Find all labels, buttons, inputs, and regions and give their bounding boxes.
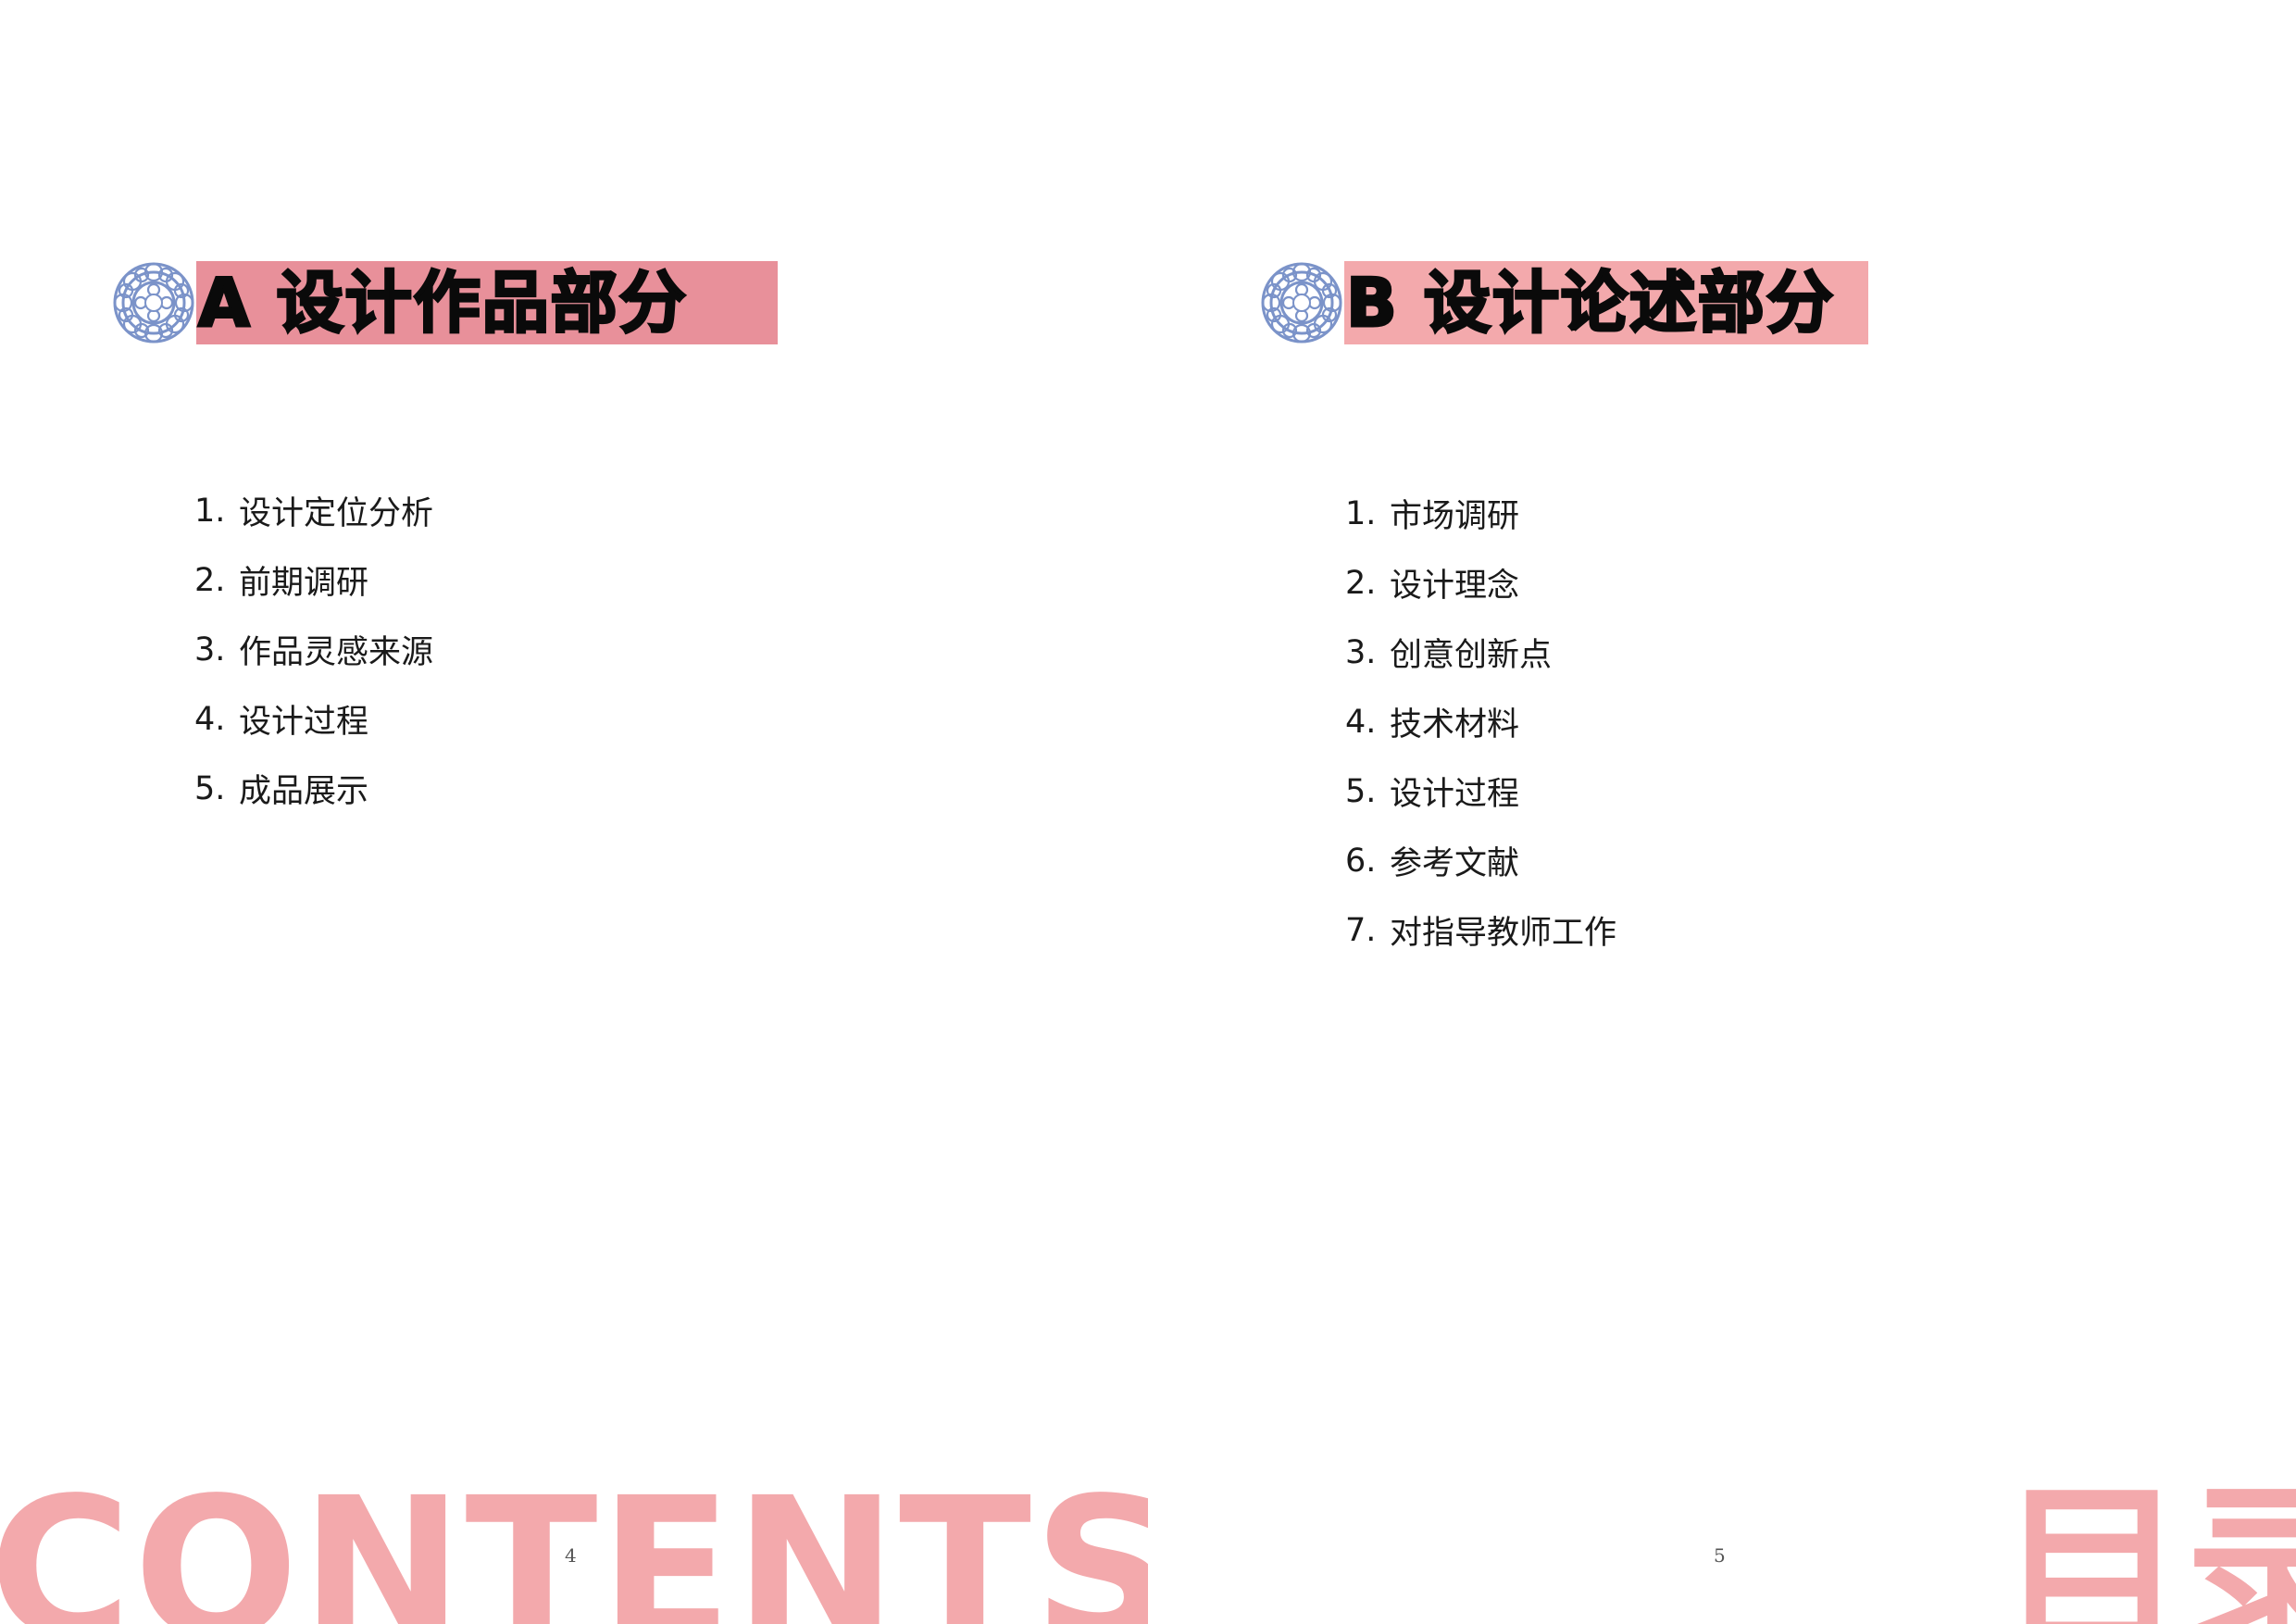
list-item: 6. 参考文献 — [1345, 826, 1616, 895]
section-a-list: 1. 设计定位分析 2. 前期调研 3. 作品灵感来源 4. 设计过程 5. 成品展示 — [194, 476, 433, 823]
section-b-list: 1. 市场调研 2. 设计理念 3. 创意创新点 4. 技术材料 5. 设计过程 6. 参考… — [1345, 479, 1616, 965]
list-item-number: 3. — [194, 631, 226, 668]
list-item: 4. 设计过程 — [194, 684, 433, 754]
list-item-label: 设计过程 — [239, 704, 369, 741]
list-item-number: 5. — [194, 769, 226, 807]
list-item-label: 设计定位分析 — [239, 495, 434, 532]
left-page: A 设计作品部分 1. 设计定位分析 2. 前期调研 3. 作品灵感来源 4. 设计过程… — [0, 260, 1148, 1624]
list-item: 7. 对指导教师工作 — [1345, 895, 1616, 965]
list-item-number: 2. — [1345, 564, 1377, 602]
list-item-label: 市场调研 — [1390, 498, 1520, 535]
list-item: 1. 设计定位分析 — [194, 476, 433, 545]
list-item-label: 参考文献 — [1390, 845, 1520, 882]
list-item-number: 1. — [194, 492, 226, 530]
list-item-label: 成品展示 — [239, 773, 369, 810]
list-item-number: 5. — [1345, 772, 1377, 810]
list-item-label: 前期调研 — [239, 565, 369, 602]
list-item: 3. 作品灵感来源 — [194, 615, 433, 684]
list-item: 4. 技术材料 — [1345, 687, 1616, 756]
page-number: 5 — [1714, 1544, 1726, 1567]
right-page: B 设计论述部分 1. 市场调研 2. 设计理念 3. 创意创新点 4. 技术材料 5.… — [1148, 0, 2296, 1624]
list-item-number: 2. — [194, 561, 226, 599]
list-item-number: 4. — [1345, 703, 1377, 741]
list-item-label: 技术材料 — [1390, 706, 1520, 743]
page-number: 4 — [565, 1544, 577, 1567]
contents-footer-word: CONTENTS — [0, 1455, 1148, 1624]
list-item-label: 作品灵感来源 — [239, 634, 434, 671]
list-item: 3. 创意创新点 — [1345, 618, 1616, 687]
section-b-heading-bar: B 设计论述部分 — [1344, 261, 1868, 344]
list-item-label: 创意创新点 — [1390, 637, 1553, 674]
lace-ornament-icon — [111, 260, 196, 345]
section-a-heading: A 设计作品部分 — [111, 260, 778, 345]
list-item-number: 4. — [194, 700, 226, 738]
list-item-number: 3. — [1345, 633, 1377, 671]
list-item-number: 1. — [1345, 494, 1377, 532]
list-item: 1. 市场调研 — [1345, 479, 1616, 548]
list-item: 2. 前期调研 — [194, 545, 433, 615]
list-item: 2. 设计理念 — [1345, 548, 1616, 618]
section-b-heading: B 设计论述部分 — [1259, 260, 1868, 345]
mulu-footer-word: 目录 — [2000, 1466, 2296, 1624]
list-item: 5. 设计过程 — [1345, 756, 1616, 826]
list-item: 5. 成品展示 — [194, 754, 433, 823]
section-b-title: B 设计论述部分 — [1345, 263, 1835, 344]
list-item-label: 对指导教师工作 — [1390, 915, 1617, 952]
list-item-number: 6. — [1345, 842, 1377, 880]
section-a-heading-bar: A 设计作品部分 — [196, 261, 778, 344]
section-a-title: A 设计作品部分 — [197, 263, 688, 344]
lace-ornament-icon — [1259, 260, 1344, 345]
list-item-number: 7. — [1345, 911, 1377, 949]
list-item-label: 设计理念 — [1390, 568, 1520, 605]
list-item-label: 设计过程 — [1390, 776, 1520, 813]
